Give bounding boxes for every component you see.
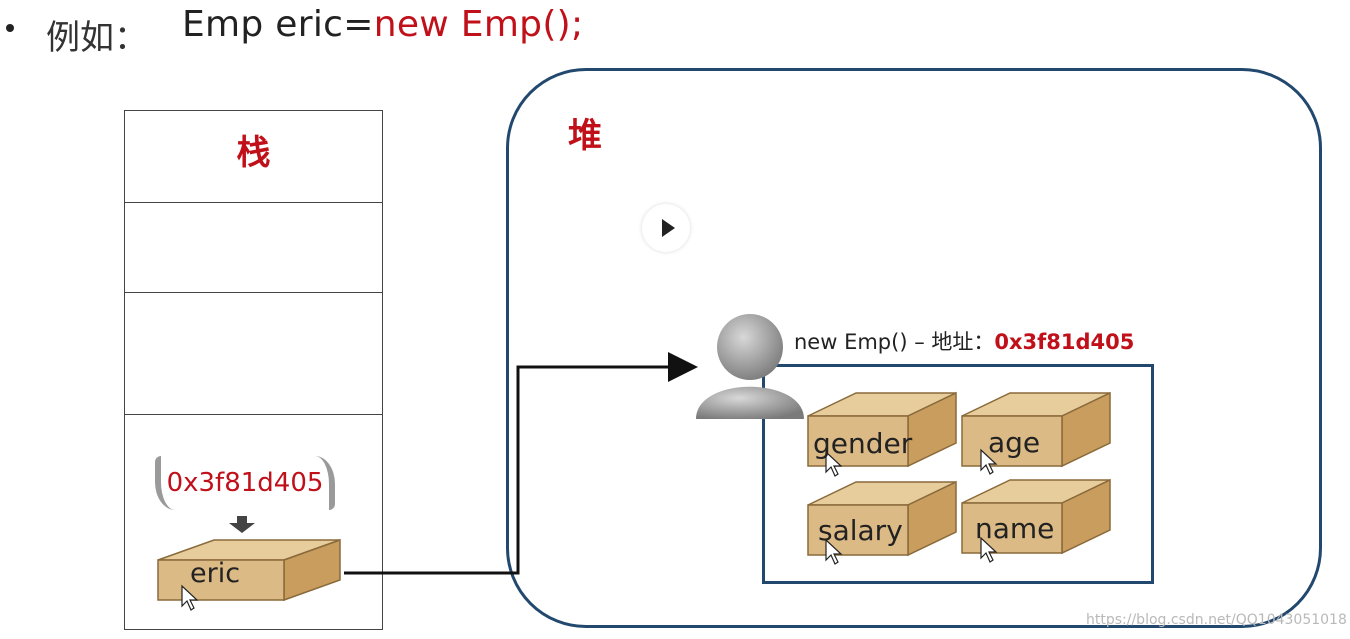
- field-label-age: age: [988, 426, 1041, 459]
- object-container: [762, 364, 1154, 584]
- field-label-gender: gender: [813, 427, 913, 460]
- cursor-icon: [825, 450, 843, 477]
- field-label-name: name: [975, 512, 1055, 545]
- bullet-icon: [6, 24, 14, 32]
- field-box-name: [961, 478, 1111, 555]
- code-statement: Emp eric=new Emp();: [182, 4, 583, 45]
- field-box-age: [961, 391, 1111, 468]
- watermark: https://blog.csdn.net/QQ1043051018: [1086, 612, 1347, 628]
- heap-region: [506, 68, 1322, 628]
- eric-box: [157, 538, 341, 602]
- field-box-salary: [807, 480, 957, 557]
- play-icon[interactable]: [642, 204, 690, 252]
- arrow-down-icon: [229, 516, 255, 533]
- reference-arrow: [344, 352, 698, 575]
- cursor-icon: [825, 538, 843, 565]
- object-title-text: new Emp() – 地址：: [794, 330, 995, 354]
- field-label-salary: salary: [818, 514, 903, 547]
- cursor-icon: [980, 448, 998, 475]
- stack-cell: [125, 293, 382, 415]
- stack-label: 栈: [236, 133, 271, 173]
- stack-cell: 栈: [125, 111, 382, 203]
- pointer-value-scroll: 0x3f81d405: [155, 456, 335, 510]
- cursor-icon: [980, 536, 998, 563]
- cursor-icon: [181, 584, 199, 611]
- var-name-label: eric: [190, 558, 241, 589]
- heap-label: 堆: [568, 116, 602, 156]
- person-icon: [696, 314, 804, 419]
- object-title: new Emp() – 地址：0x3f81d405: [794, 326, 1134, 356]
- stack-column: 栈: [124, 110, 383, 630]
- object-address: 0x3f81d405: [994, 330, 1135, 354]
- field-box-gender: [807, 391, 957, 468]
- stack-cell: [125, 203, 382, 293]
- example-prefix: 例如：: [46, 18, 148, 58]
- code-plain: Emp eric=: [182, 4, 374, 45]
- code-new: new Emp();: [373, 4, 584, 45]
- title-line: 例如： Emp eric=new Emp();: [0, 0, 1350, 60]
